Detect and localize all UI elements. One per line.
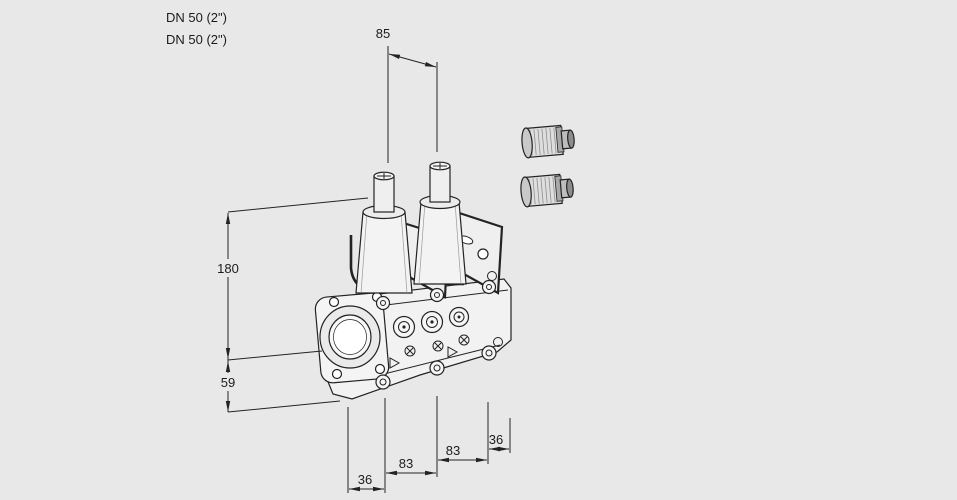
left-knob [373, 175, 395, 213]
screw [458, 334, 470, 346]
dim-bottom-chain [347, 396, 511, 493]
top-bolt [375, 295, 391, 311]
port-size-label-bottom: DN 50 (2") [166, 32, 227, 47]
port-size-label-top: DN 50 (2") [166, 10, 227, 25]
outlet-bolt [487, 271, 497, 281]
flow-direction-arrow [447, 346, 459, 358]
dimension-lines [212, 46, 511, 493]
dim-label-85: 85 [376, 26, 390, 41]
right-actuator [413, 161, 467, 285]
dim-label-180: 180 [217, 261, 239, 276]
flange-bore [333, 319, 367, 355]
sealing-plug-top [521, 124, 575, 159]
dim-label-36-left: 36 [358, 472, 372, 487]
plug-end-cap [567, 129, 575, 149]
bracket-hole [477, 248, 489, 260]
valve-boss-dot [430, 320, 434, 324]
left-actuator [355, 171, 413, 294]
bottom-tab-bolt [429, 360, 445, 376]
screw [432, 340, 444, 352]
top-bolt-center [434, 292, 440, 298]
valve-boss-dot [402, 325, 406, 329]
bottom-tab-bolt [481, 345, 497, 361]
dim-label-83-right: 83 [446, 443, 460, 458]
top-bolt-center [486, 284, 492, 290]
flow-direction-arrow [389, 357, 401, 369]
screw [404, 345, 416, 357]
dim-label-83-left: 83 [399, 456, 413, 471]
valve-boss-dot [457, 315, 461, 319]
flange-bolt [374, 363, 386, 375]
right-knob [429, 165, 451, 203]
bottom-tab-bolt-center [433, 364, 441, 372]
plug-left-cap [521, 127, 533, 159]
top-bolt [429, 287, 445, 303]
plug-left-cap [520, 176, 532, 208]
bottom-tab-bolt [375, 374, 391, 390]
top-bolt [481, 279, 497, 295]
dim-actuator-spacing [387, 46, 438, 163]
dim-label-59: 59 [221, 375, 235, 390]
valve-boss-inner [453, 311, 465, 323]
flange-bolt [328, 296, 340, 308]
valve-boss-inner [398, 321, 410, 333]
body-front-details [375, 271, 503, 390]
left-coil-body [355, 211, 413, 294]
bottom-tab-bolt-center [379, 378, 387, 386]
flange-bolt [331, 368, 343, 380]
bottom-tab-bolt-center [485, 349, 493, 357]
inlet-flange [314, 291, 390, 384]
valve-illustration [314, 124, 575, 400]
valve-boss-inner [426, 316, 438, 328]
sealing-plug-bottom [520, 173, 574, 208]
top-bolt-center [380, 300, 386, 306]
plug-end-cap [566, 178, 574, 198]
dim-heights-left [212, 197, 369, 413]
outlet-bolt [493, 337, 503, 347]
dim-label-36-right: 36 [489, 432, 503, 447]
